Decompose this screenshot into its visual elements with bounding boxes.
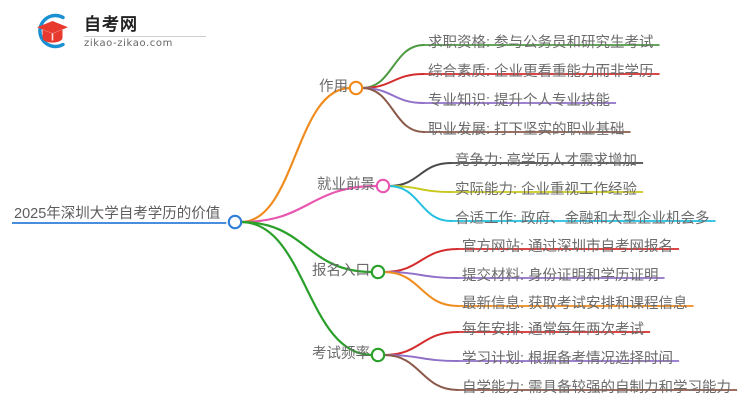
logo-domain: zikao-zikao.com <box>84 37 173 49</box>
root-node-circle[interactable] <box>227 214 243 230</box>
branch-node-circle-2[interactable] <box>375 178 391 194</box>
connector-curve <box>239 184 379 224</box>
leaf-label-1-2[interactable]: 综合素质: 企业更看重能力而非学历 <box>428 64 654 80</box>
connector-curve <box>388 185 452 222</box>
leaf-label-4-1[interactable]: 每年安排: 通常每年两次考试 <box>462 322 645 338</box>
connector-curve <box>383 354 459 391</box>
leaf-label-1-4[interactable]: 职业发展: 打下坚实的职业基础 <box>428 122 625 138</box>
logo-text-block: 自考网 zikao-zikao.com <box>84 13 206 50</box>
leaf-label-4-3[interactable]: 自学能力: 需具备较强的自制力和学习能力 <box>462 380 732 396</box>
branch-node-label-2[interactable]: 就业前景 <box>317 177 375 193</box>
leaf-label-2-3[interactable]: 合适工作: 政府、金融和大型企业机会多 <box>455 211 710 227</box>
leaf-label-3-2[interactable]: 提交材料: 身份证明和学历证明 <box>462 268 659 284</box>
branch-node-circle-3[interactable] <box>370 264 386 280</box>
connector-curve <box>239 220 374 357</box>
root-node-label[interactable]: 2025年深圳大学自考学历的价值 <box>14 206 221 222</box>
branch-node-circle-1[interactable] <box>348 80 364 96</box>
leaf-label-4-2[interactable]: 学习计划: 根据备考情况选择时间 <box>462 351 674 367</box>
logo-divider <box>84 35 206 37</box>
leaf-label-2-2[interactable]: 实际能力: 企业重视工作经验 <box>455 182 638 198</box>
connector-curve <box>239 220 374 274</box>
connector-curve <box>361 87 425 133</box>
connector-curve <box>388 162 452 187</box>
graduation-cap-icon <box>30 10 76 52</box>
connector-curve <box>383 248 459 273</box>
branch-node-label-3[interactable]: 报名入口 <box>312 263 370 279</box>
site-logo[interactable]: 自考网 zikao-zikao.com <box>30 10 206 52</box>
leaf-label-3-3[interactable]: 最新信息: 获取考试安排和课程信息 <box>462 296 688 312</box>
connector-curve <box>239 86 352 224</box>
connector-curve <box>361 44 425 89</box>
leaf-label-1-3[interactable]: 专业知识: 提升个人专业技能 <box>428 93 611 109</box>
leaf-label-1-1[interactable]: 求职资格: 参与公务员和研究生考试 <box>428 35 654 51</box>
branch-node-label-1[interactable]: 作用 <box>319 79 348 95</box>
branch-node-label-4[interactable]: 考试频率 <box>312 346 370 362</box>
leaf-label-2-1[interactable]: 竞争力: 高学历人才需求增加 <box>455 153 638 169</box>
connector-curve <box>383 331 459 356</box>
leaf-label-3-1[interactable]: 官方网站: 通过深圳市自考网报名 <box>462 239 674 255</box>
logo-title: 自考网 <box>84 14 138 34</box>
connector-curve <box>383 271 459 307</box>
branch-node-circle-4[interactable] <box>370 347 386 363</box>
